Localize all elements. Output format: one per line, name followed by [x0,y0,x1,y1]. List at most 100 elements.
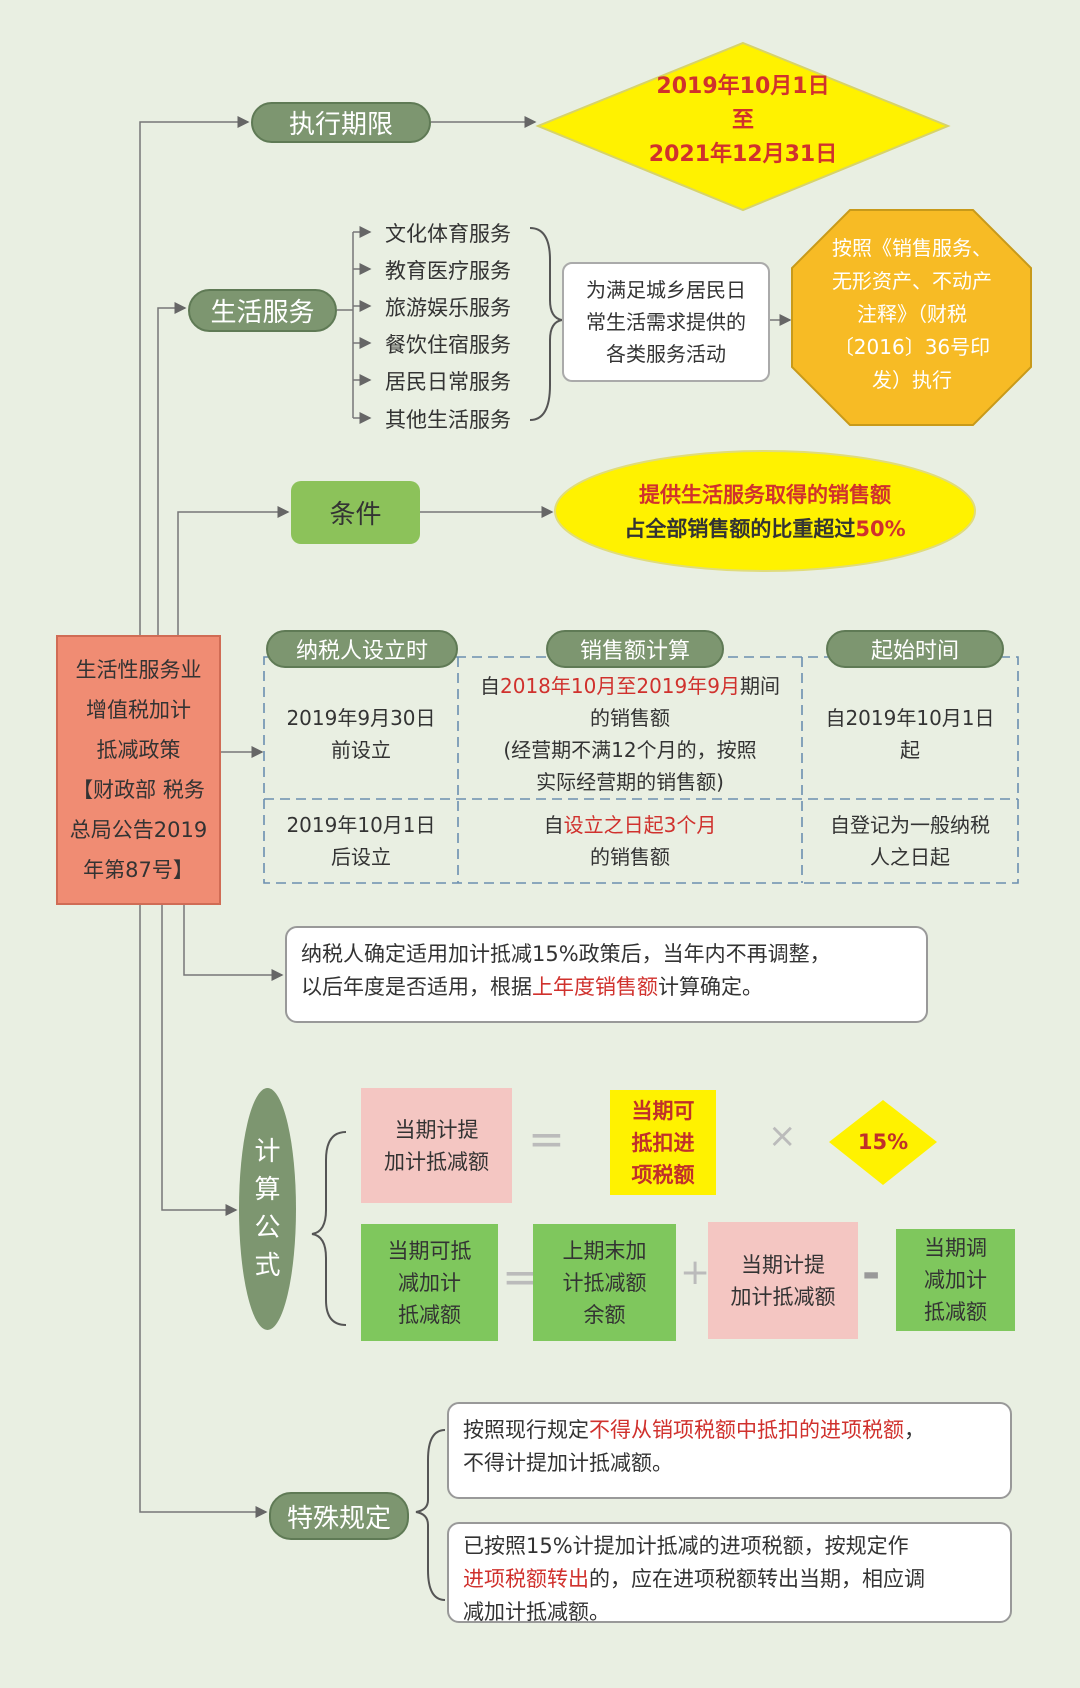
text-line: 不得计提加计抵减额。 [463,1451,673,1475]
table-header-establish: 纳税人设立时 [266,630,458,668]
service-item: 餐饮住宿服务 [385,333,511,357]
text-line: 不得从销项税额中抵扣的进项税额 [589,1418,904,1442]
text-line: 2018年10月至2019年9月 [500,673,740,698]
text-line: 进项税额转出 [463,1567,589,1591]
text-line: 起 [900,737,920,762]
condition-line1: 提供生活服务取得的销售额 [639,483,891,507]
text-line: 减加计 [924,1268,987,1292]
definition-line: 各类服务活动 [606,342,726,366]
text-line: 余额 [583,1302,626,1327]
text-line: 计 [254,1137,281,1167]
formula-rate: 15% [857,1130,909,1154]
period-diamond [535,41,951,212]
special-rule-2: 已按照15%计提加计抵减的进项税额，按规定作 进项税额转出的，应在进项税额转出当… [447,1522,1012,1624]
formula-current-accrual: 当期计提加计抵减额 [361,1088,512,1203]
reference-octagon [791,209,1032,426]
text-line: ， [904,1418,925,1442]
text-line: 的，应在进项税额转出当期，相应调 [589,1567,925,1591]
condition-ellipse [554,450,976,572]
text-line: 期间 [739,673,780,698]
text-line: 减加计抵减额。 [463,1600,610,1624]
text-line: 2019年9月30日 [286,705,436,730]
condition-threshold: 50% [855,517,906,541]
reference-text: 按照《销售服务、 无形资产、不动产 注释》（财税 〔2016〕36号印 发）执行 [800,232,1024,397]
equals-sign: = [502,1252,539,1303]
formula-label: 计算公式 [239,1088,296,1330]
text-line: 抵减额 [398,1302,461,1327]
brace-right [529,227,563,421]
text-line: 计抵减额 [562,1270,647,1295]
equals-sign: = [528,1114,565,1165]
text-line: 加计抵减额 [384,1149,489,1174]
main-title-line: 总局公告2019 [69,818,208,842]
reference-line: 按照《销售服务、 [832,236,992,260]
text-line: 式 [254,1251,281,1281]
main-title-line: 生活性服务业 [75,658,202,682]
adjustment-note: 纳税人确定适用加计抵减15%政策后，当年内不再调整， 以后年度是否适用，根据上年… [285,926,928,1023]
reference-line: 发）执行 [872,368,952,392]
service-item: 居民日常服务 [385,370,511,394]
service-item: 文化体育服务 [385,222,511,246]
text-line: 上期末加 [562,1238,647,1263]
text-line: 后设立 [331,845,391,869]
text-line: 抵减额 [924,1300,987,1324]
main-title-line: 抵减政策 [96,738,181,762]
formula-current-reduction: 当期调减加计抵减额 [896,1229,1015,1331]
formula-current-deductible: 当期可抵减加计抵减额 [361,1224,498,1341]
rate-diamond [829,1100,937,1185]
text-line: 当期调 [924,1236,987,1260]
text-line: 纳税人确定适用加计抵减15%政策后，当年内不再调整， [301,942,831,966]
text-line: 已按照15%计提加计抵减的进项税额，按规定作 [463,1534,909,1558]
table-cell: 自2018年10月至2019年9月期间 的销售额(经营期不满12个月的，按照实际… [458,668,802,799]
reference-line: 注释》（财税 [857,302,967,326]
reference-line: 〔2016〕36号印 [833,335,991,359]
minus-sign: - [862,1248,881,1299]
table-cell: 自设立之日起3个月的销售额 [458,799,802,883]
text-line: 减加计 [398,1270,461,1295]
text-line: 人之日起 [870,845,950,869]
text-line: 当期可 [631,1098,695,1123]
table-cell: 自登记为一般纳税人之日起 [802,799,1018,883]
period-start: 2019年10月1日 [656,74,830,99]
formula-current-accrual-2: 当期计提加计抵减额 [708,1222,858,1339]
text-line: 抵扣进 [631,1130,695,1155]
text-line: 设立之日起3个月 [563,813,717,837]
plus-sign: + [680,1252,711,1293]
main-title-line: 增值税加计 [86,698,191,722]
text-line: 当期可抵 [387,1238,472,1263]
formula-prior-balance: 上期末加计抵减额余额 [533,1224,676,1341]
condition-line2: 占全部销售额的比重超过 [624,517,856,541]
formula-deductible-input-tax: 当期可抵扣进项税额 [610,1090,716,1195]
table-cell: 2019年10月1日后设立 [264,799,458,883]
special-rule-1: 按照现行规定不得从销项税额中抵扣的进项税额， 不得计提加计抵减额。 [447,1402,1012,1499]
main-title-line: 年第87号】 [83,858,194,882]
table-header-start: 起始时间 [826,630,1004,668]
brace-special [415,1429,446,1601]
table-cell: 2019年9月30日前设立 [264,668,458,799]
condition-text: 提供生活服务取得的销售额 占全部销售额的比重超过50% [580,478,950,546]
condition-label: 条件 [291,481,420,544]
text-line: 项税额 [631,1162,695,1187]
text-line: 上年度销售额 [532,975,658,999]
service-item: 教育医疗服务 [385,259,511,283]
table-header-sales: 销售额计算 [546,630,724,668]
special-rules-label: 特殊规定 [269,1492,409,1540]
definition-line: 为满足城乡居民日 [586,278,746,302]
text-line: 以后年度是否适用，根据 [301,975,532,999]
reference-line: 无形资产、不动产 [832,269,992,293]
text-line: 前设立 [331,737,391,762]
table-cell: 自2019年10月1日起 [802,668,1018,799]
text-line: 计算确定。 [658,975,763,999]
text-line: 自 [480,673,500,698]
brace-formula [311,1131,347,1326]
life-service-label: 生活服务 [188,289,337,332]
period-to: 至 [731,108,754,133]
definition-box: 为满足城乡居民日 常生活需求提供的 各类服务活动 [562,262,770,382]
text-line: 公 [254,1213,281,1243]
text-line: 按照现行规定 [463,1418,589,1442]
definition-line: 常生活需求提供的 [586,310,746,334]
text-line: 当期计提 [394,1117,479,1142]
period-dates: 2019年10月1日 至 2021年12月31日 [600,70,886,172]
text-line: 自 [543,813,564,837]
